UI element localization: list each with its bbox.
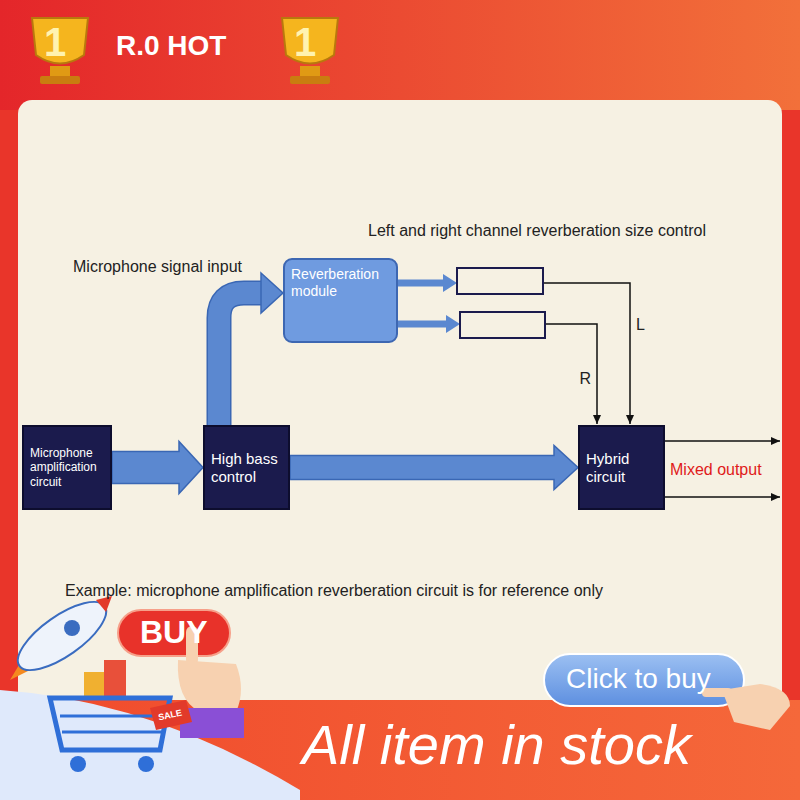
channel-label: L (636, 316, 645, 334)
trophy-number: 1 (294, 20, 316, 65)
click-to-buy-button (544, 654, 744, 706)
tone-control-box: High bass control (203, 425, 290, 510)
mixer-box: Hybrid circuit (578, 425, 665, 510)
signal-label: Microphone signal input (73, 258, 242, 276)
box-text: High bass control (211, 450, 282, 486)
arrow-head (443, 274, 457, 292)
box-text: Reverberation module (291, 266, 390, 300)
arrow-head (446, 315, 460, 333)
box-text: Hybrid circuit (586, 450, 657, 486)
fat-arrow (290, 446, 578, 490)
output-arrow (665, 440, 780, 442)
channel-label: R (579, 370, 591, 388)
fat-arrow (219, 293, 263, 425)
fat-arrow (112, 442, 203, 494)
connector (112, 442, 203, 494)
buy-button (118, 610, 230, 656)
shopping-cart (50, 660, 192, 772)
signal-line (545, 324, 597, 424)
button-text: Click to buy (566, 663, 711, 695)
cream-panel (18, 100, 782, 705)
trophy-icon (32, 18, 88, 84)
box-text: Microphone amplification circuit (30, 446, 104, 489)
button-text: BUY (140, 614, 208, 651)
control-heading: Left and right channel reverberation siz… (368, 222, 706, 240)
arrow-head (261, 273, 283, 313)
signal-line (543, 283, 630, 424)
level-control-box (457, 268, 543, 294)
trophy-icon (282, 18, 338, 84)
rocket-icon (8, 590, 116, 682)
banner-text: All item in stock (302, 712, 691, 777)
amplifier-box: Microphone amplification circuit (22, 425, 112, 510)
connector (398, 274, 630, 424)
bottom-swoosh (0, 690, 300, 800)
trophy-number: 1 (44, 20, 66, 65)
connector (219, 273, 283, 425)
output-arrow (665, 496, 780, 498)
connector (290, 446, 578, 490)
level-control-box (460, 312, 545, 338)
note-text: Example: microphone amplification reverb… (65, 582, 603, 600)
pointing-hand (702, 684, 790, 730)
feed-arrow (398, 280, 445, 287)
reverb-module-box: Reverberation module (283, 258, 398, 343)
output-label: Mixed output (670, 461, 762, 479)
feed-arrow (398, 321, 448, 328)
top-band (0, 0, 800, 110)
fat-arrow-outline (219, 293, 263, 425)
badge-text: R.0 HOT (116, 30, 226, 62)
